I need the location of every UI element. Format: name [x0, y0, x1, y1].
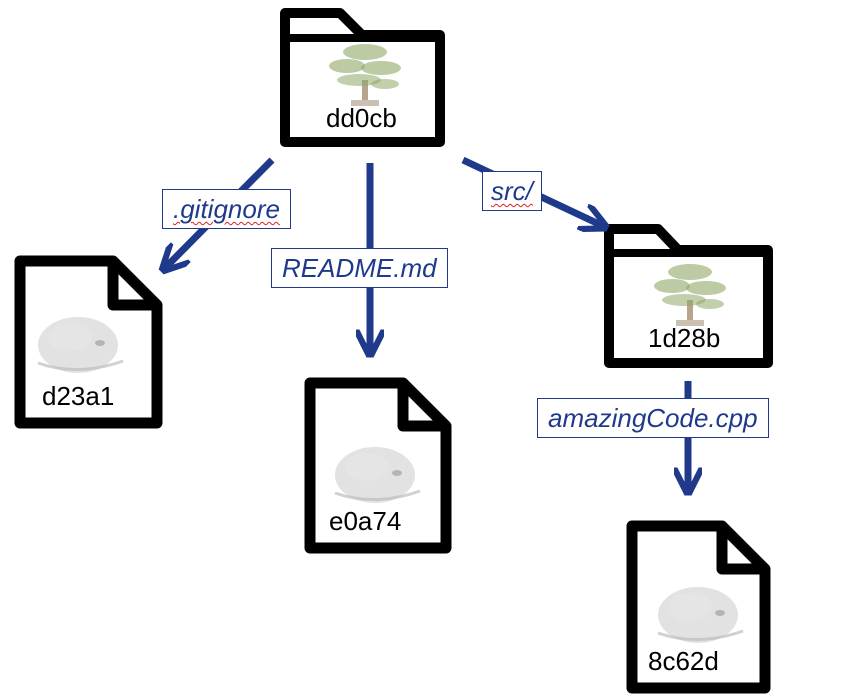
edge-label-text: README.md: [282, 253, 437, 283]
edge-label-code: amazingCode.cpp: [537, 398, 769, 438]
tree-node-root: [280, 8, 445, 147]
edge-label-src: src/: [482, 171, 542, 211]
edge-label-readme: README.md: [271, 248, 448, 288]
blob-hash-code: 8c62d: [648, 646, 719, 676]
tree-hash-root: dd0cb: [326, 103, 397, 133]
blob-node-gitignore: [14, 255, 163, 429]
blob-hash-readme: e0a74: [329, 506, 402, 536]
file-icon: [626, 520, 771, 694]
blobfish-icon: [333, 445, 422, 505]
tree-hash-src: 1d28b: [648, 323, 721, 353]
blob-node-readme: [304, 377, 452, 554]
tree-node-src: [604, 224, 773, 368]
edge-label-gitignore: .gitignore: [162, 189, 291, 229]
edge-label-text: amazingCode.cpp: [548, 403, 758, 433]
file-icon: [304, 377, 452, 554]
edge-label-text: src/: [491, 176, 533, 206]
blob-hash-gitignore: d23a1: [42, 381, 115, 411]
blobfish-icon: [36, 315, 125, 375]
bonsai-tree-icon: [654, 264, 726, 326]
blob-node-code: [626, 520, 771, 694]
bonsai-tree-icon: [329, 44, 401, 106]
file-icon: [14, 255, 163, 429]
blobfish-icon: [656, 585, 745, 645]
edge-label-text: .gitignore: [173, 194, 280, 224]
